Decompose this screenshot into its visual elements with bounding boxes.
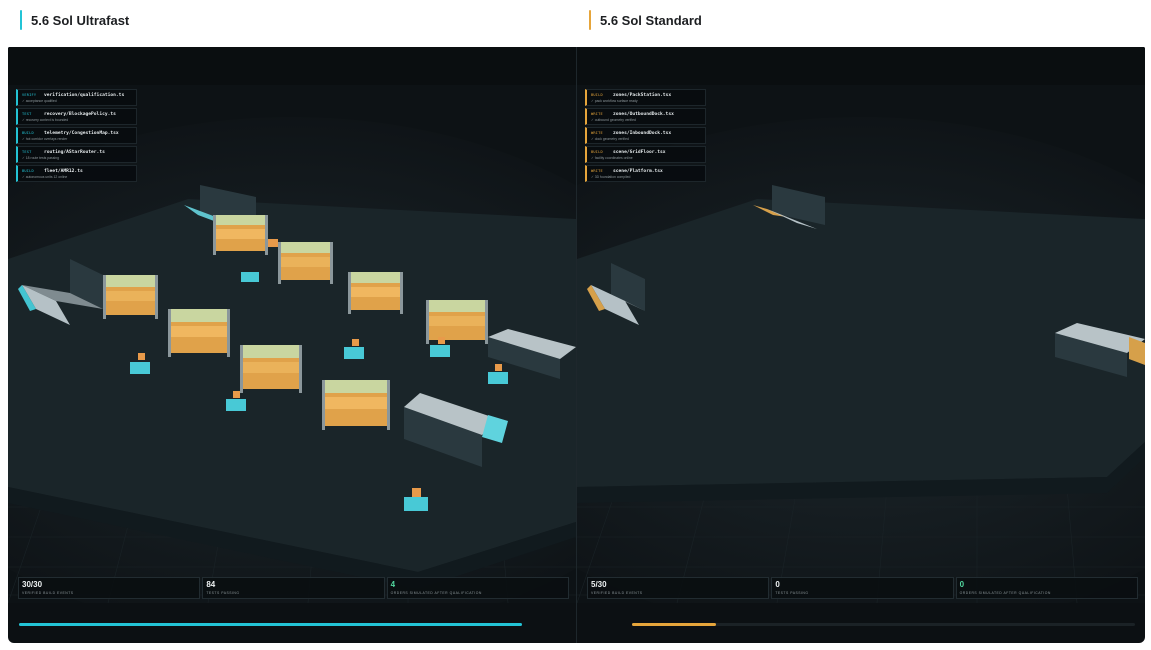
log-tag: TEST [22,150,32,154]
accent-bar [20,10,22,30]
log-path: scene/GridFloor.tsx [613,149,666,155]
stat-value: 30/30 [22,580,43,589]
stat-label: Orders simulated after qualification [390,591,482,595]
stat-orders: 4 Orders simulated after qualification [386,577,569,599]
log-path: recovery/BlockagePolicy.ts [44,111,116,117]
title-text: 5.6 Sol Standard [600,12,702,28]
amr-robots [130,239,508,511]
outbound-conveyor-1 [404,393,508,467]
log-entry: BUILD zones/PackStation.tsx ✓ pack workfl… [585,89,706,106]
platform [577,199,1145,487]
stats-bar: 5/30 Verified build events 0 Tests passi… [587,577,1138,599]
log-entry: BUILD scene/GridFloor.tsx ✓ facility coor… [585,146,706,163]
log-note: ✓ 18 route tests passing [22,156,59,160]
activity-log: VERIFY verification/qualification.ts ✓ ac… [16,89,137,184]
log-entry: VERIFY verification/qualification.ts ✓ ac… [16,89,137,106]
log-tag: BUILD [22,169,34,173]
warehouse-scene [8,47,576,603]
log-note: ✓ recovery context is bounded [22,118,69,122]
stat-value: 5/30 [591,580,607,589]
log-tag: WRITE [591,112,603,116]
stat-value: 0 [959,580,965,589]
panel-ultrafast: VERIFY verification/qualification.ts ✓ ac… [8,47,576,603]
log-note: ✓ 3D foundation compiled [591,175,631,179]
log-tag: BUILD [591,150,603,154]
log-path: zones/OutboundDock.tsx [613,111,674,117]
stat-label: Tests passing [206,591,240,595]
progress-fill-left [19,623,522,626]
log-tag: WRITE [591,131,603,135]
log-path: fleet/AMR12.ts [44,168,83,174]
top-dock [753,185,825,229]
progress-fill-right [632,623,716,626]
log-entry: WRITE scene/Platform.tsx ✓ 3D foundation … [585,165,706,182]
log-entry: WRITE zones/OutboundDock.tsx ✓ outbound g… [585,108,706,125]
log-note: ✓ dock geometry verified [591,137,629,141]
stats-bar: 30/30 Verified build events 84 Tests pas… [18,577,569,599]
column-title-right: 5.6 Sol Standard [589,9,702,31]
stat-label: Verified build events [22,591,74,595]
log-note: ✓ outbound geometry verified [591,118,636,122]
log-path: routing/AStarRouter.ts [44,149,105,155]
log-path: verification/qualification.ts [44,92,125,98]
log-note: ✓ autonomous units 12 online [22,175,68,179]
log-tag: TEST [22,112,32,116]
stat-label: Tests passing [775,591,809,595]
activity-log: BUILD zones/PackStation.tsx ✓ pack workfl… [585,89,706,184]
outbound-dock [1055,323,1145,377]
panel-standard: BUILD zones/PackStation.tsx ✓ pack workfl… [577,47,1145,603]
stat-value: 0 [775,580,780,589]
comparison-frame: VERIFY verification/qualification.ts ✓ ac… [8,47,1145,643]
inbound-dock [18,259,103,325]
inbound-dock [587,263,645,325]
log-note: ✓ facility coordinates online [591,156,633,160]
progress-track-right [632,623,1135,626]
log-path: zones/InboundDock.tsx [613,130,672,136]
log-entry: BUILD telemetry/CongestionMap.tsx ✓ hot c… [16,127,137,144]
log-tag: WRITE [591,169,603,173]
log-entry: TEST recovery/BlockagePolicy.ts ✓ recover… [16,108,137,125]
outbound-conveyor-2 [488,329,576,379]
title-text: 5.6 Sol Ultrafast [31,12,130,28]
stat-label: Verified build events [591,591,643,595]
log-note: ✓ pack workflow surface ready [591,99,638,103]
stat-build-events: 30/30 Verified build events [18,577,201,599]
log-entry: WRITE zones/InboundDock.tsx ✓ dock geomet… [585,127,706,144]
log-note: ✓ hot corridor overlays render [22,137,68,141]
accent-bar [589,10,591,30]
log-entry: BUILD fleet/AMR12.ts ✓ autonomous units 1… [16,165,137,182]
log-path: zones/PackStation.tsx [613,92,672,98]
stat-label: Orders simulated after qualification [959,591,1051,595]
log-entry: TEST routing/AStarRouter.ts ✓ 18 route te… [16,146,137,163]
log-tag: BUILD [22,131,34,135]
stat-tests: 84 Tests passing [202,577,385,599]
stat-orders: 0 Orders simulated after qualification [955,577,1138,599]
log-note: ✓ acceptance qualified [22,99,57,103]
stat-value: 4 [390,580,396,589]
log-path: telemetry/CongestionMap.tsx [44,130,119,136]
stat-tests: 0 Tests passing [771,577,954,599]
log-tag: VERIFY [22,93,37,97]
storage-racks [103,215,488,430]
log-path: scene/Platform.tsx [613,168,663,174]
stat-value: 84 [206,580,216,589]
log-tag: BUILD [591,93,603,97]
stat-build-events: 5/30 Verified build events [587,577,770,599]
column-title-left: 5.6 Sol Ultrafast [20,9,129,31]
progress-track-left [19,623,522,626]
